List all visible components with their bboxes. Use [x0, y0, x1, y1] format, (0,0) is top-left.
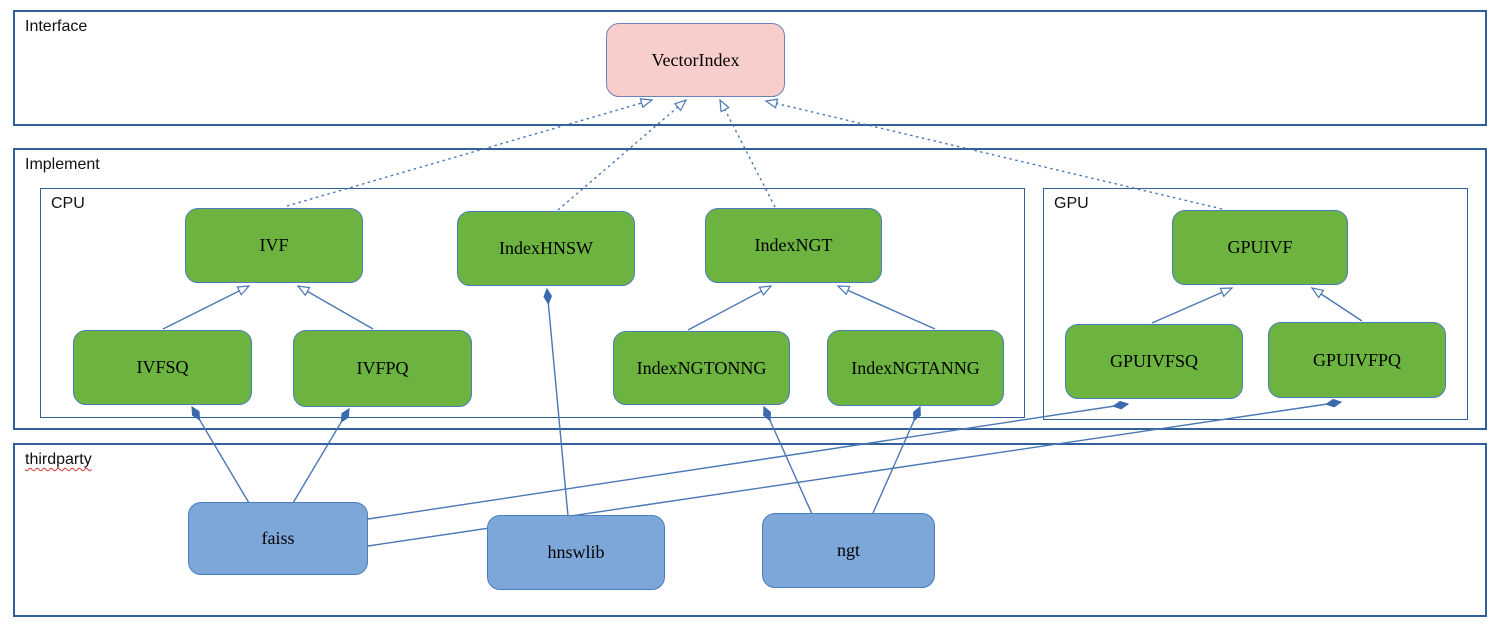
node-gpuivfpq: GPUIVFPQ	[1268, 322, 1446, 398]
node-indexhnsw: IndexHNSW	[457, 211, 635, 286]
node-ivfpq: IVFPQ	[293, 330, 472, 407]
node-hnswlib: hnswlib	[487, 515, 665, 590]
node-indexngt: IndexNGT	[705, 208, 882, 283]
node-vectorindex: VectorIndex	[606, 23, 785, 97]
container-implement-label: Implement	[25, 156, 100, 173]
container-thirdparty-label: thirdparty	[25, 451, 92, 468]
node-gpuivf: GPUIVF	[1172, 210, 1348, 285]
node-faiss: faiss	[188, 502, 368, 575]
node-ngt: ngt	[762, 513, 935, 588]
node-ivfsq: IVFSQ	[73, 330, 252, 405]
node-ivf: IVF	[185, 208, 363, 283]
node-gpuivfsq: GPUIVFSQ	[1065, 324, 1243, 399]
node-indexngtanng: IndexNGTANNG	[827, 330, 1004, 406]
container-gpu-label: GPU	[1054, 195, 1089, 212]
container-cpu-label: CPU	[51, 195, 85, 212]
container-interface-label: Interface	[25, 18, 88, 35]
node-indexngtonng: IndexNGTONNG	[613, 331, 790, 405]
